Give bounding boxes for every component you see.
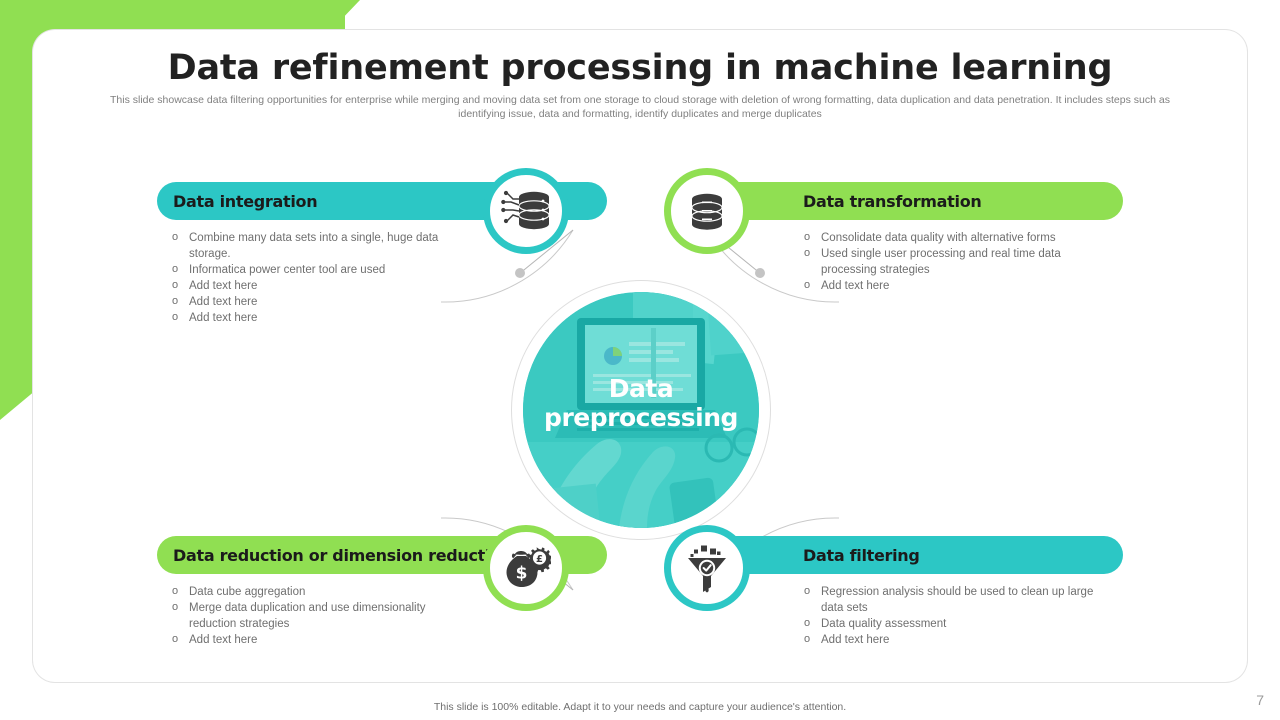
list-item: Add text here — [166, 631, 466, 648]
slide-card: Data refinement processing in machine le… — [33, 30, 1247, 682]
center-hub[interactable]: Data preprocessing — [511, 280, 771, 540]
page-title: Data refinement processing in machine le… — [167, 48, 1113, 88]
list-item: Add text here — [166, 293, 466, 310]
footer-note: This slide is 100% editable. Adapt it to… — [433, 701, 847, 713]
quadrant-title-data-transformation: Data transformation — [803, 191, 982, 211]
icon-circle-data-integration[interactable] — [483, 168, 569, 254]
page-subtitle: This slide showcase data filtering oppor… — [110, 94, 1170, 120]
list-item: Regression analysis should be used to cl… — [798, 583, 1118, 616]
page-number: 7 — [1256, 692, 1264, 708]
center-label-line1: Data — [608, 374, 674, 403]
laptop-typing-photo — [523, 292, 759, 528]
list-item: Informatica power center tool are used — [166, 261, 466, 278]
list-item: Add text here — [166, 309, 466, 326]
svg-text:£: £ — [536, 554, 543, 565]
list-item: Add text here — [166, 277, 466, 294]
bullet-list-data-integration: Combine many data sets into a single, hu… — [166, 229, 466, 326]
list-item: Data cube aggregation — [166, 583, 466, 600]
list-item: Used single user processing and real tim… — [798, 245, 1118, 278]
quadrant-title-data-filtering: Data filtering — [803, 545, 920, 565]
list-item: Add text here — [798, 277, 1118, 294]
list-item: Add text here — [798, 631, 1118, 648]
icon-circle-data-transformation[interactable] — [664, 168, 750, 254]
bullet-list-data-transformation: Consolidate data quality with alternativ… — [798, 229, 1118, 294]
list-item: Merge data duplication and use dimension… — [166, 599, 466, 632]
quadrant-title-data-integration: Data integration — [173, 191, 318, 211]
money-bag-gear-icon: £ $ — [501, 545, 551, 591]
database-network-icon — [501, 187, 551, 235]
list-item: Consolidate data quality with alternativ… — [798, 229, 1118, 246]
svg-text:$: $ — [516, 564, 528, 584]
database-stack-icon — [687, 190, 727, 232]
center-outer-ring — [511, 280, 771, 540]
center-label-line2: preprocessing — [544, 403, 738, 432]
list-item: Data quality assessment — [798, 615, 1118, 632]
center-label: Data preprocessing — [511, 374, 771, 432]
icon-circle-data-filtering[interactable] — [664, 525, 750, 611]
bullet-list-data-reduction: Data cube aggregation Merge data duplica… — [166, 583, 466, 648]
center-photo — [523, 292, 759, 528]
list-item: Combine many data sets into a single, hu… — [166, 229, 466, 262]
funnel-check-icon — [685, 543, 729, 593]
icon-circle-data-reduction[interactable]: £ $ — [483, 525, 569, 611]
quadrant-title-data-reduction: Data reduction or dimension reduction — [173, 545, 513, 565]
bullet-list-data-filtering: Regression analysis should be used to cl… — [798, 583, 1118, 648]
